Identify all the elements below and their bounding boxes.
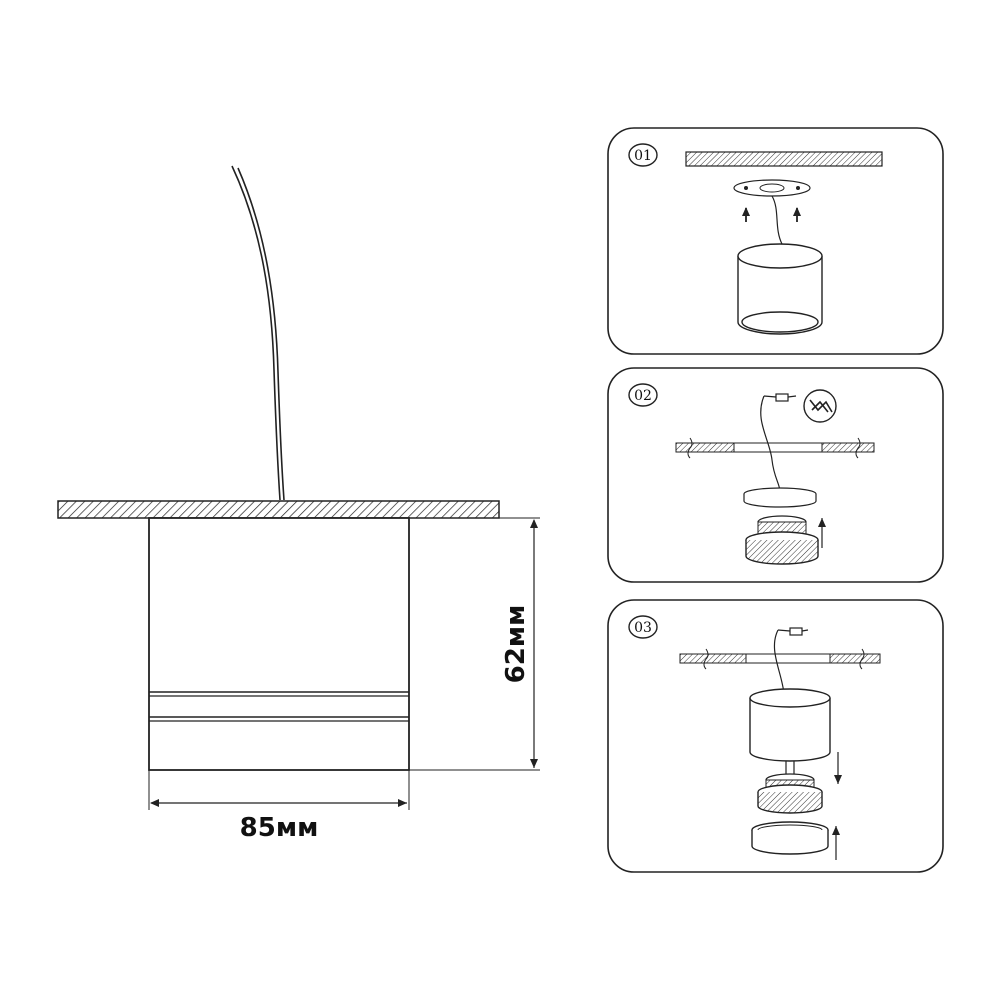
step-panel-03: 03 xyxy=(607,599,944,873)
cable-01 xyxy=(771,195,783,245)
step-panel-01: 01 xyxy=(607,127,944,355)
height-label: 62мм xyxy=(501,605,531,684)
main-drawing: 62мм 85мм xyxy=(57,165,540,843)
step-badge-02 xyxy=(628,383,658,407)
connector-wires-02 xyxy=(763,395,797,398)
width-label: 85мм xyxy=(240,813,319,843)
connector-detail-zoom xyxy=(803,389,837,423)
ceiling-slab-01 xyxy=(685,151,883,167)
cable-02 xyxy=(760,395,781,493)
step-badge-01 xyxy=(628,143,658,167)
step-number-03: 03 xyxy=(634,620,652,636)
step-panel-02: 02 xyxy=(607,367,944,583)
mounting-disk-edge-02 xyxy=(743,494,817,508)
led-module-base-02 xyxy=(745,540,819,565)
step-panel-01-frame xyxy=(607,127,944,355)
ceiling-left-03 xyxy=(679,653,747,664)
break-mark-left-03 xyxy=(703,648,709,670)
bottom-ring-side-03 xyxy=(751,830,829,855)
connector-icon-02 xyxy=(775,393,789,402)
step-badge-03 xyxy=(628,615,658,639)
connector-icon-03 xyxy=(789,627,803,636)
ceiling-slab xyxy=(57,500,500,519)
plate-screw-hole-right xyxy=(796,186,800,190)
mounting-disk-side-02 xyxy=(744,494,816,501)
step-number-02: 02 xyxy=(634,388,652,404)
ceiling-left-02 xyxy=(675,442,735,453)
power-cable-inner xyxy=(237,167,285,501)
power-cable xyxy=(231,165,281,501)
connector-wires-03 xyxy=(777,629,809,632)
luminaire-body xyxy=(148,517,410,771)
ceiling-right-02 xyxy=(821,442,875,453)
cable-03 xyxy=(773,629,785,695)
cylinder-lamp-lens-01 xyxy=(741,311,819,333)
break-mark-right-03 xyxy=(859,648,865,670)
break-mark-left-02 xyxy=(687,437,693,459)
plate-screw-hole-left xyxy=(744,186,748,190)
cylinder-lamp-top-01 xyxy=(737,243,823,269)
cylinder-body-top-03 xyxy=(749,688,831,708)
ceiling-right-03 xyxy=(829,653,881,664)
led-module-base-03 xyxy=(757,792,823,814)
connector-detail-icon xyxy=(809,399,833,413)
mounting-plate-hole-01 xyxy=(759,183,785,193)
step-number-01: 01 xyxy=(634,148,652,164)
cylinder-body-03 xyxy=(749,698,831,762)
break-mark-right-02 xyxy=(855,437,861,459)
